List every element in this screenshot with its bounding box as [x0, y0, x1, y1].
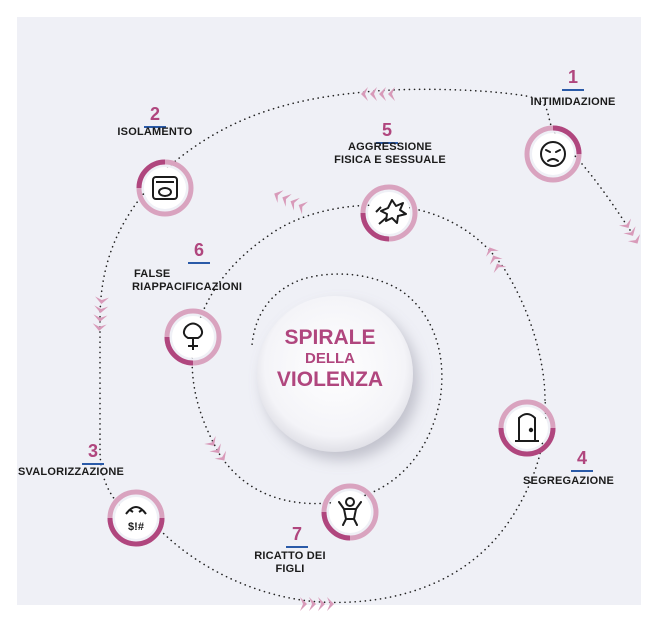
- center-circle: [257, 296, 413, 452]
- swearing-face-icon: [125, 506, 147, 515]
- step-label-6-line1: FALSE: [134, 268, 171, 280]
- door-icon: [515, 413, 539, 442]
- step-label-5-line1: AGGRESSIONE: [347, 141, 433, 153]
- center-title-line3: VIOLENZA: [276, 368, 384, 391]
- step-number-3: 3: [80, 441, 106, 465]
- child-icon: [338, 497, 362, 526]
- step-number-1: 1: [560, 67, 586, 91]
- center-title-line1: SPIRALE: [284, 326, 376, 349]
- step-label-4: SEGREGAZIONE: [523, 475, 615, 487]
- step-number-2: 2: [142, 104, 168, 128]
- badge-1: [524, 125, 582, 183]
- step-label-2: ISOLAMENTO: [117, 126, 193, 138]
- badge-5: [360, 184, 418, 242]
- flowers-bouquet-icon: [182, 322, 204, 350]
- spiral-dotted-path: [99, 88, 631, 604]
- badge-4: [498, 399, 556, 457]
- step-label-7-line1: RICATTO DEI: [254, 550, 326, 562]
- angry-face-icon: [540, 141, 566, 167]
- step-label-7-line2: FIGLI: [275, 563, 305, 575]
- center-title-line2: DELLA: [305, 350, 355, 367]
- badge-7: [321, 483, 379, 541]
- step-label-6: FALSE RIAPPACIFICAZIONI: [132, 268, 272, 294]
- step-number-6: 6: [186, 240, 212, 264]
- step-number-5: 5: [374, 120, 400, 144]
- step-label-6-line2: RIAPPACIFICAZIONI: [132, 281, 243, 293]
- step-label-1: INTIMIDAZIONE: [530, 96, 616, 108]
- center-title: SPIRALE DELLA VIOLENZA: [250, 326, 410, 392]
- step-label-5-line2: FISICA E SESSUALE: [334, 154, 446, 166]
- isolation-box-icon: [152, 176, 178, 200]
- step-number-7: 7: [284, 524, 310, 548]
- step-label-5: AGGRESSIONE FISICA E SESSUALE: [330, 141, 450, 167]
- step-label-7: RICATTO DEI FIGLI: [240, 550, 340, 576]
- badge-3: [107, 489, 165, 547]
- swearing-symbols: $!#: [128, 521, 144, 533]
- step-number-4: 4: [569, 448, 595, 472]
- physical-aggression-icon: [375, 199, 407, 225]
- step-label-3: SVALORIZZAZIONE: [18, 466, 125, 478]
